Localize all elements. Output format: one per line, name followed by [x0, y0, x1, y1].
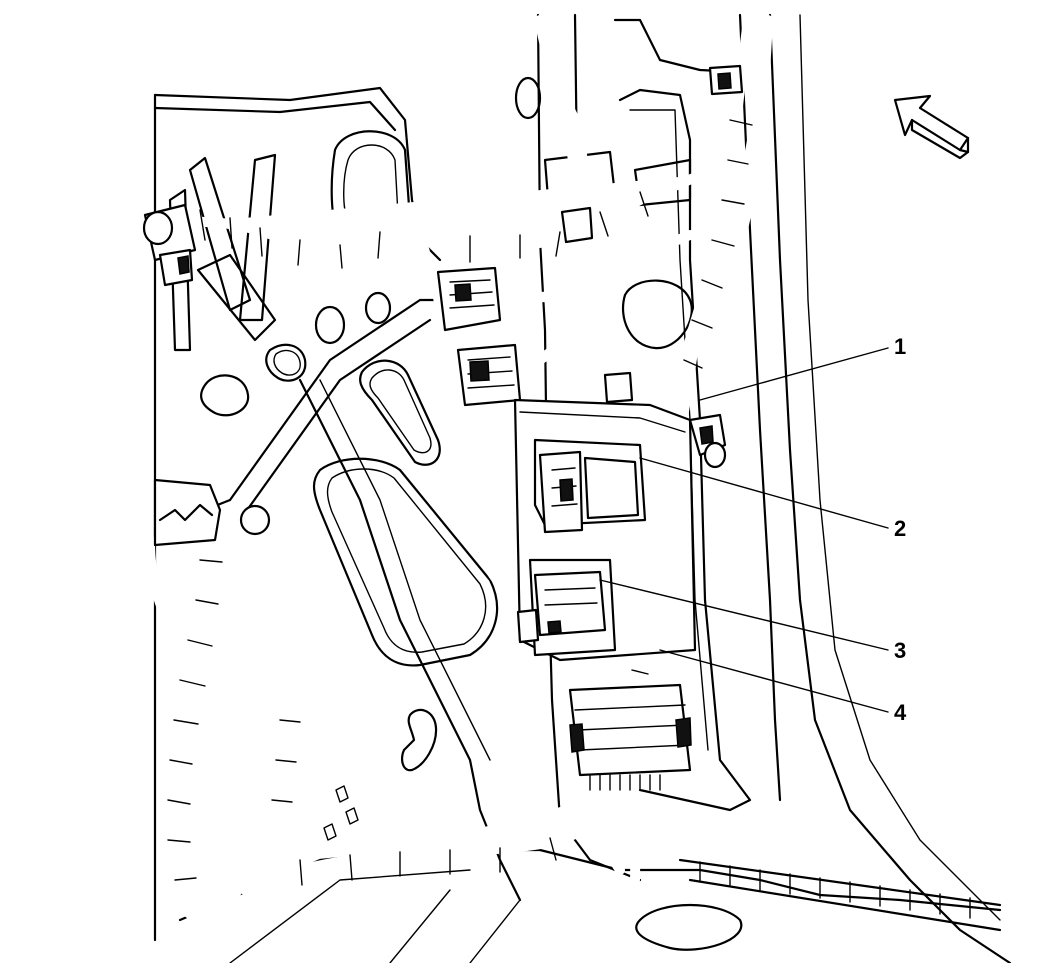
callout-label-2: 2	[894, 516, 907, 541]
leader-line-2	[639, 457, 889, 529]
callout-leader-lines	[599, 347, 889, 713]
direction-arrow-icon	[893, 94, 970, 160]
wiring-harness	[145, 15, 773, 928]
callout-label-3: 3	[894, 638, 907, 663]
callout-label-1: 1	[894, 334, 907, 359]
leader-line-4	[659, 649, 889, 713]
left-bracket	[153, 478, 271, 547]
left-grommet-connector	[142, 203, 197, 287]
leader-line-3	[599, 579, 889, 651]
leader-line-1	[699, 347, 889, 401]
control-module-assembly	[513, 371, 727, 791]
callout-label-4: 4	[894, 700, 907, 725]
